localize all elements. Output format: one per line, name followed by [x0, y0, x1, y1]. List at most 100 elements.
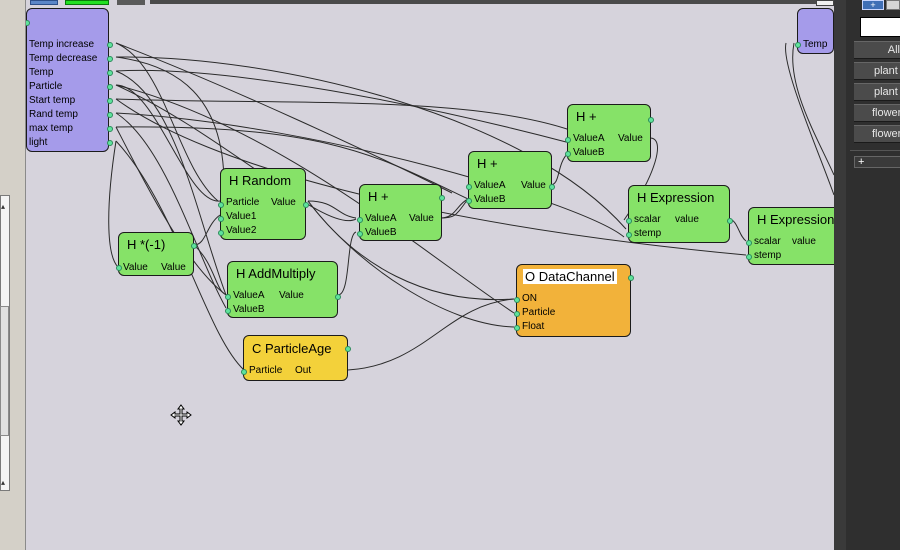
input-list-node[interactable]: Temp increase Temp decrease Temp Particl…: [26, 8, 113, 152]
scrollbar-thumb[interactable]: [0, 306, 9, 436]
port-dot[interactable]: [107, 126, 113, 132]
o-datachannel-node[interactable]: O DataChannel ON Particle Float: [514, 264, 634, 337]
port-dot[interactable]: [357, 217, 363, 223]
wire: [115, 84, 515, 314]
port-temp-decrease: Temp decrease: [29, 53, 98, 64]
port-dot[interactable]: [191, 243, 197, 249]
scroll-down-arrow-icon[interactable]: ▴: [1, 478, 6, 487]
h-plus-node-2[interactable]: H + ValueA ValueB Value: [466, 151, 555, 209]
port-value-in: Value: [123, 262, 148, 273]
port-float: Float: [522, 321, 545, 332]
h-plus-node-1[interactable]: H + ValueA ValueB Value: [357, 184, 445, 241]
port-dot[interactable]: [514, 297, 520, 303]
port-dot[interactable]: [746, 254, 752, 260]
port-dot[interactable]: [345, 346, 351, 352]
temp-output-node[interactable]: Temp: [795, 8, 834, 54]
port-dot[interactable]: [439, 195, 445, 201]
node-graph-canvas[interactable]: Temp increase Temp decrease Temp Particl…: [26, 5, 834, 550]
port-stemp: stemp: [634, 228, 662, 239]
port-dot[interactable]: [218, 216, 224, 222]
port-dot[interactable]: [746, 240, 752, 246]
port-dot[interactable]: [218, 230, 224, 236]
wire: [193, 244, 229, 296]
port-dot[interactable]: [466, 184, 472, 190]
node-title: H +: [477, 156, 498, 171]
wire: [193, 214, 221, 246]
port-dot[interactable]: [549, 184, 555, 190]
add-node-icon[interactable]: +: [862, 0, 884, 10]
port-temp: Temp: [29, 67, 54, 78]
port-particle: Particle: [29, 81, 63, 92]
port-dot[interactable]: [107, 42, 113, 48]
port-value-out: Value: [618, 133, 643, 144]
wire: [115, 98, 747, 256]
port-dot[interactable]: [225, 308, 231, 314]
panel-toggle-button[interactable]: [886, 0, 900, 10]
wire: [439, 198, 469, 219]
c-particleage-node[interactable]: C ParticleAge Particle Out: [241, 335, 351, 381]
port-dot[interactable]: [335, 294, 341, 300]
port-dot[interactable]: [626, 218, 632, 224]
wire: [785, 42, 834, 196]
port-dot[interactable]: [218, 202, 224, 208]
port-temp: Temp: [803, 39, 828, 50]
add-button[interactable]: +: [854, 156, 900, 168]
wire: [115, 112, 227, 309]
port-dot[interactable]: [565, 137, 571, 143]
h-expression-node-1[interactable]: H Expression scalar stemp value: [626, 185, 733, 243]
port-dot[interactable]: [357, 231, 363, 237]
panel-divider[interactable]: [834, 0, 846, 550]
port-dot[interactable]: [795, 42, 801, 48]
list-item[interactable]: flower: [854, 125, 900, 143]
port-dot[interactable]: [727, 218, 733, 224]
node-title: H *(-1): [127, 237, 166, 252]
port-dot[interactable]: [628, 275, 634, 281]
wire: [792, 42, 834, 176]
port-dot[interactable]: [26, 20, 30, 26]
h-random-node[interactable]: H Random Particle Value1 Value2 Value: [218, 168, 309, 240]
port-dot[interactable]: [303, 202, 309, 208]
port-dot[interactable]: [107, 140, 113, 146]
port-dot[interactable]: [107, 70, 113, 76]
port-dot[interactable]: [107, 84, 113, 90]
wire: [108, 140, 119, 268]
port-dot[interactable]: [565, 151, 571, 157]
search-input[interactable]: [860, 17, 900, 37]
port-dot[interactable]: [626, 232, 632, 238]
port-stemp: stemp: [754, 250, 782, 261]
list-item[interactable]: flower: [854, 104, 900, 122]
list-item[interactable]: plant: [854, 83, 900, 101]
port-dot[interactable]: [466, 198, 472, 204]
port-dot[interactable]: [514, 325, 520, 331]
port-value-out: value: [675, 214, 699, 225]
h-plus-node-3[interactable]: H + ValueA ValueB Value: [565, 104, 654, 162]
scroll-up-arrow-icon[interactable]: ▴: [1, 202, 6, 211]
toolbar-button-blue[interactable]: [30, 0, 58, 5]
wire: [115, 56, 225, 192]
filter-all-button[interactable]: All: [854, 41, 900, 59]
port-value1: Value1: [226, 211, 257, 222]
wire: [337, 231, 357, 296]
h-negate-node[interactable]: H *(-1) Value Value: [116, 232, 197, 276]
port-dot[interactable]: [225, 294, 231, 300]
port-dot[interactable]: [107, 98, 113, 104]
h-expression-node-2[interactable]: H Expression scalar stemp value: [746, 207, 834, 265]
port-dot[interactable]: [107, 56, 113, 62]
port-value2: Value2: [226, 225, 257, 236]
toolbar-button-gray[interactable]: [117, 0, 145, 5]
toolbar-button-green[interactable]: [65, 0, 109, 5]
wire: [115, 84, 221, 202]
port-dot[interactable]: [107, 112, 113, 118]
h-addmultiply-node[interactable]: H AddMultiply ValueA ValueB Value: [225, 261, 341, 318]
right-panel: + All plant plant flower flower +: [846, 0, 900, 550]
toolbar-box[interactable]: [816, 0, 834, 6]
port-dot[interactable]: [514, 311, 520, 317]
node-title: H AddMultiply: [236, 266, 316, 281]
divider: [850, 150, 900, 151]
port-scalar: scalar: [634, 214, 661, 225]
port-value-out: Value: [271, 197, 296, 208]
list-item[interactable]: plant: [854, 62, 900, 80]
port-dot[interactable]: [241, 369, 247, 375]
port-dot[interactable]: [648, 117, 654, 123]
port-dot[interactable]: [116, 265, 122, 271]
